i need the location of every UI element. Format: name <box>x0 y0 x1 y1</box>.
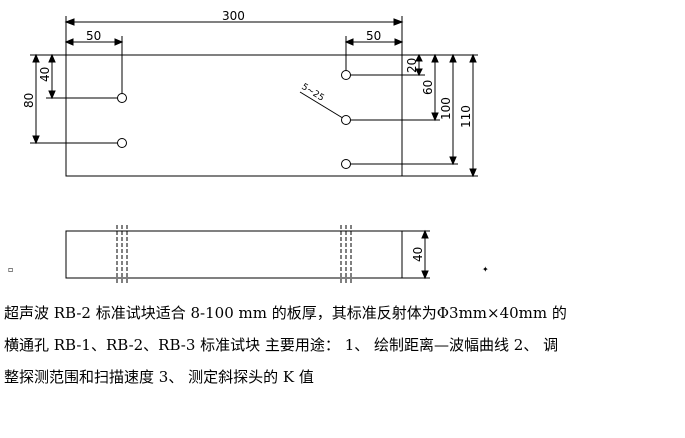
right-hole-100 <box>341 159 351 169</box>
dim-total-length: 300 <box>222 9 245 23</box>
dim-right-depth-100: 100 <box>439 97 453 120</box>
dim-right-depth-20: 20 <box>405 58 419 73</box>
right-hole-60 <box>341 115 351 125</box>
block-side-view <box>65 230 403 279</box>
block-front-view <box>65 54 403 177</box>
caption-line-3: 整探测范围和扫描速度 3、 测定斜探头的 K 值 <box>4 368 314 386</box>
rb2-test-block-drawing: ▫ ✦ 300 50 50 40 80 20 60 100 110 40 5~2… <box>8 9 489 284</box>
small-mark-right: ✦ <box>482 265 489 274</box>
dim-left-depth-80: 80 <box>22 93 36 108</box>
left-hole-40 <box>117 93 127 103</box>
dim-left-depth-40: 40 <box>38 67 52 82</box>
dim-block-thickness: 40 <box>411 247 425 262</box>
right-hole-20 <box>341 70 351 80</box>
dim-right-depth-60: 60 <box>421 80 435 95</box>
left-hole-80 <box>117 138 127 148</box>
small-mark-left: ▫ <box>8 265 13 274</box>
description-text: 超声波 RB-2 标准试块适合 8-100 mm 的板厚，其标准反射体为Φ3mm… <box>4 297 680 393</box>
dim-left-offset: 50 <box>86 29 101 43</box>
dim-block-height: 110 <box>459 105 473 128</box>
caption-line-1: 超声波 RB-2 标准试块适合 8-100 mm 的板厚，其标准反射体为Φ3mm… <box>4 304 567 322</box>
dim-right-offset: 50 <box>366 29 381 43</box>
caption-line-2: 横通孔 RB-1、RB-2、RB-3 标准试块 主要用途： 1、 绘制距离—波幅… <box>4 336 559 354</box>
probe-angle-mark: 5~25 <box>299 82 325 104</box>
